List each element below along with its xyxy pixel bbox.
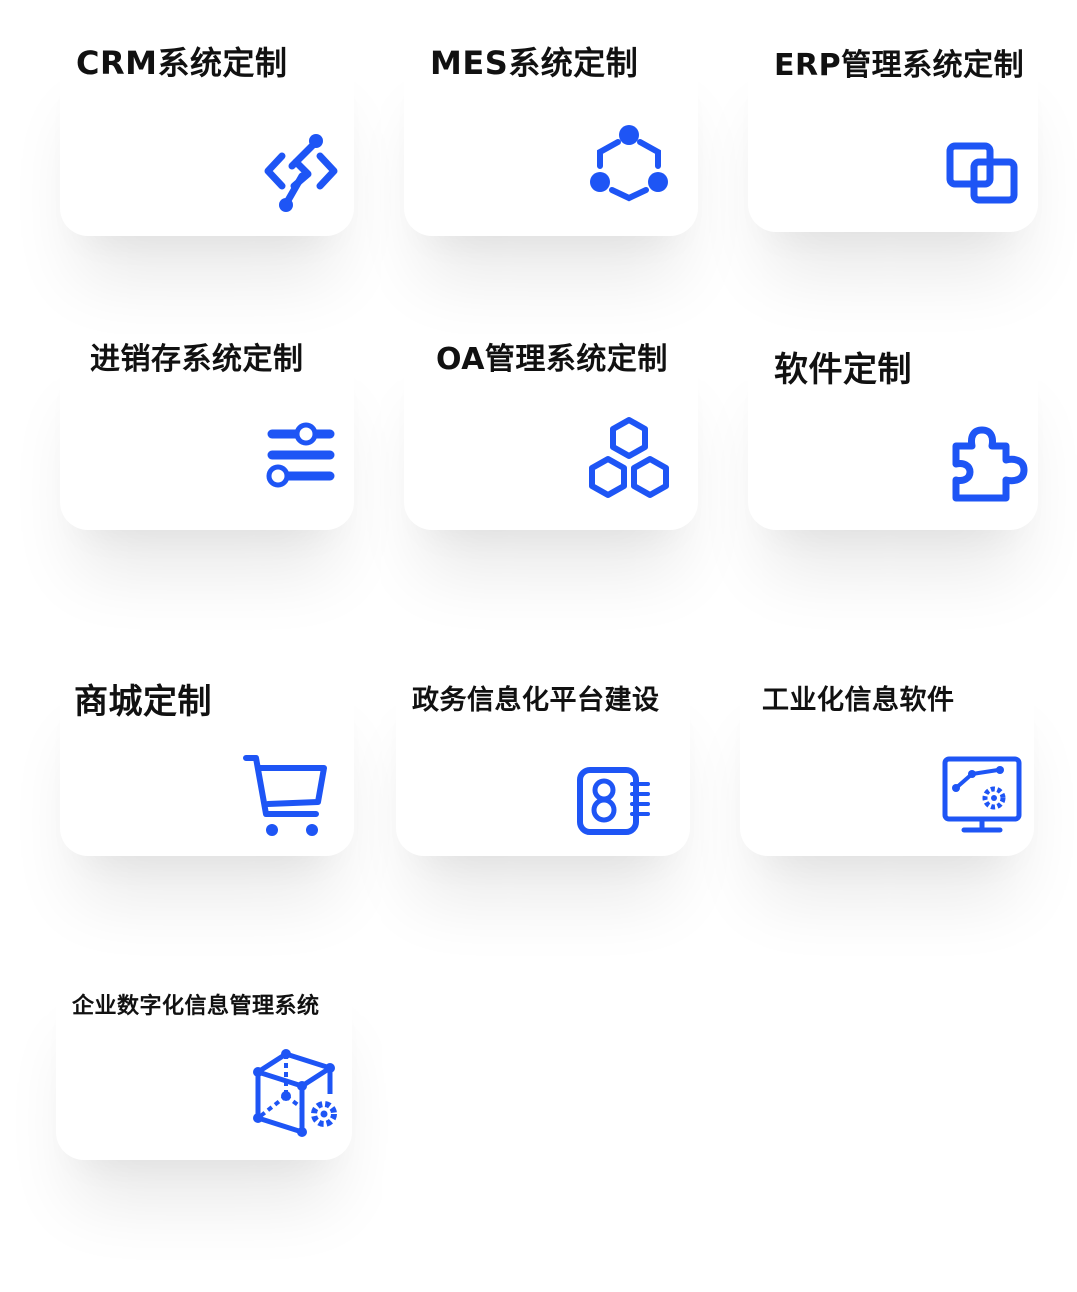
service-card-government[interactable] <box>396 664 690 856</box>
card-title: 企业数字化信息管理系统 <box>72 994 320 1019</box>
overlap-squares-icon <box>942 140 1022 206</box>
card-title: 软件定制 <box>774 350 912 390</box>
card-title: CRM系统定制 <box>76 44 288 82</box>
service-card-mall[interactable] <box>60 664 354 856</box>
card-title: 商城定制 <box>74 682 212 722</box>
card-title: 政务信息化平台建设 <box>412 685 660 716</box>
cart-icon <box>242 754 332 840</box>
monitor-gear-icon <box>940 754 1026 836</box>
hub-nodes-icon <box>588 122 670 204</box>
record-book-icon <box>574 764 654 838</box>
card-title: MES系统定制 <box>430 44 639 82</box>
puzzle-icon <box>948 424 1034 506</box>
card-title: 进销存系统定制 <box>90 342 304 377</box>
sliders-icon <box>264 418 338 492</box>
service-card-mes[interactable] <box>404 40 698 236</box>
hexagons-icon <box>584 414 674 504</box>
card-title: 工业化信息软件 <box>762 685 955 716</box>
card-title: ERP管理系统定制 <box>774 48 1025 83</box>
card-title: OA管理系统定制 <box>436 342 668 377</box>
code-link-icon <box>258 128 344 218</box>
service-card-crm[interactable] <box>60 40 354 236</box>
cube-gear-icon <box>246 1046 342 1138</box>
